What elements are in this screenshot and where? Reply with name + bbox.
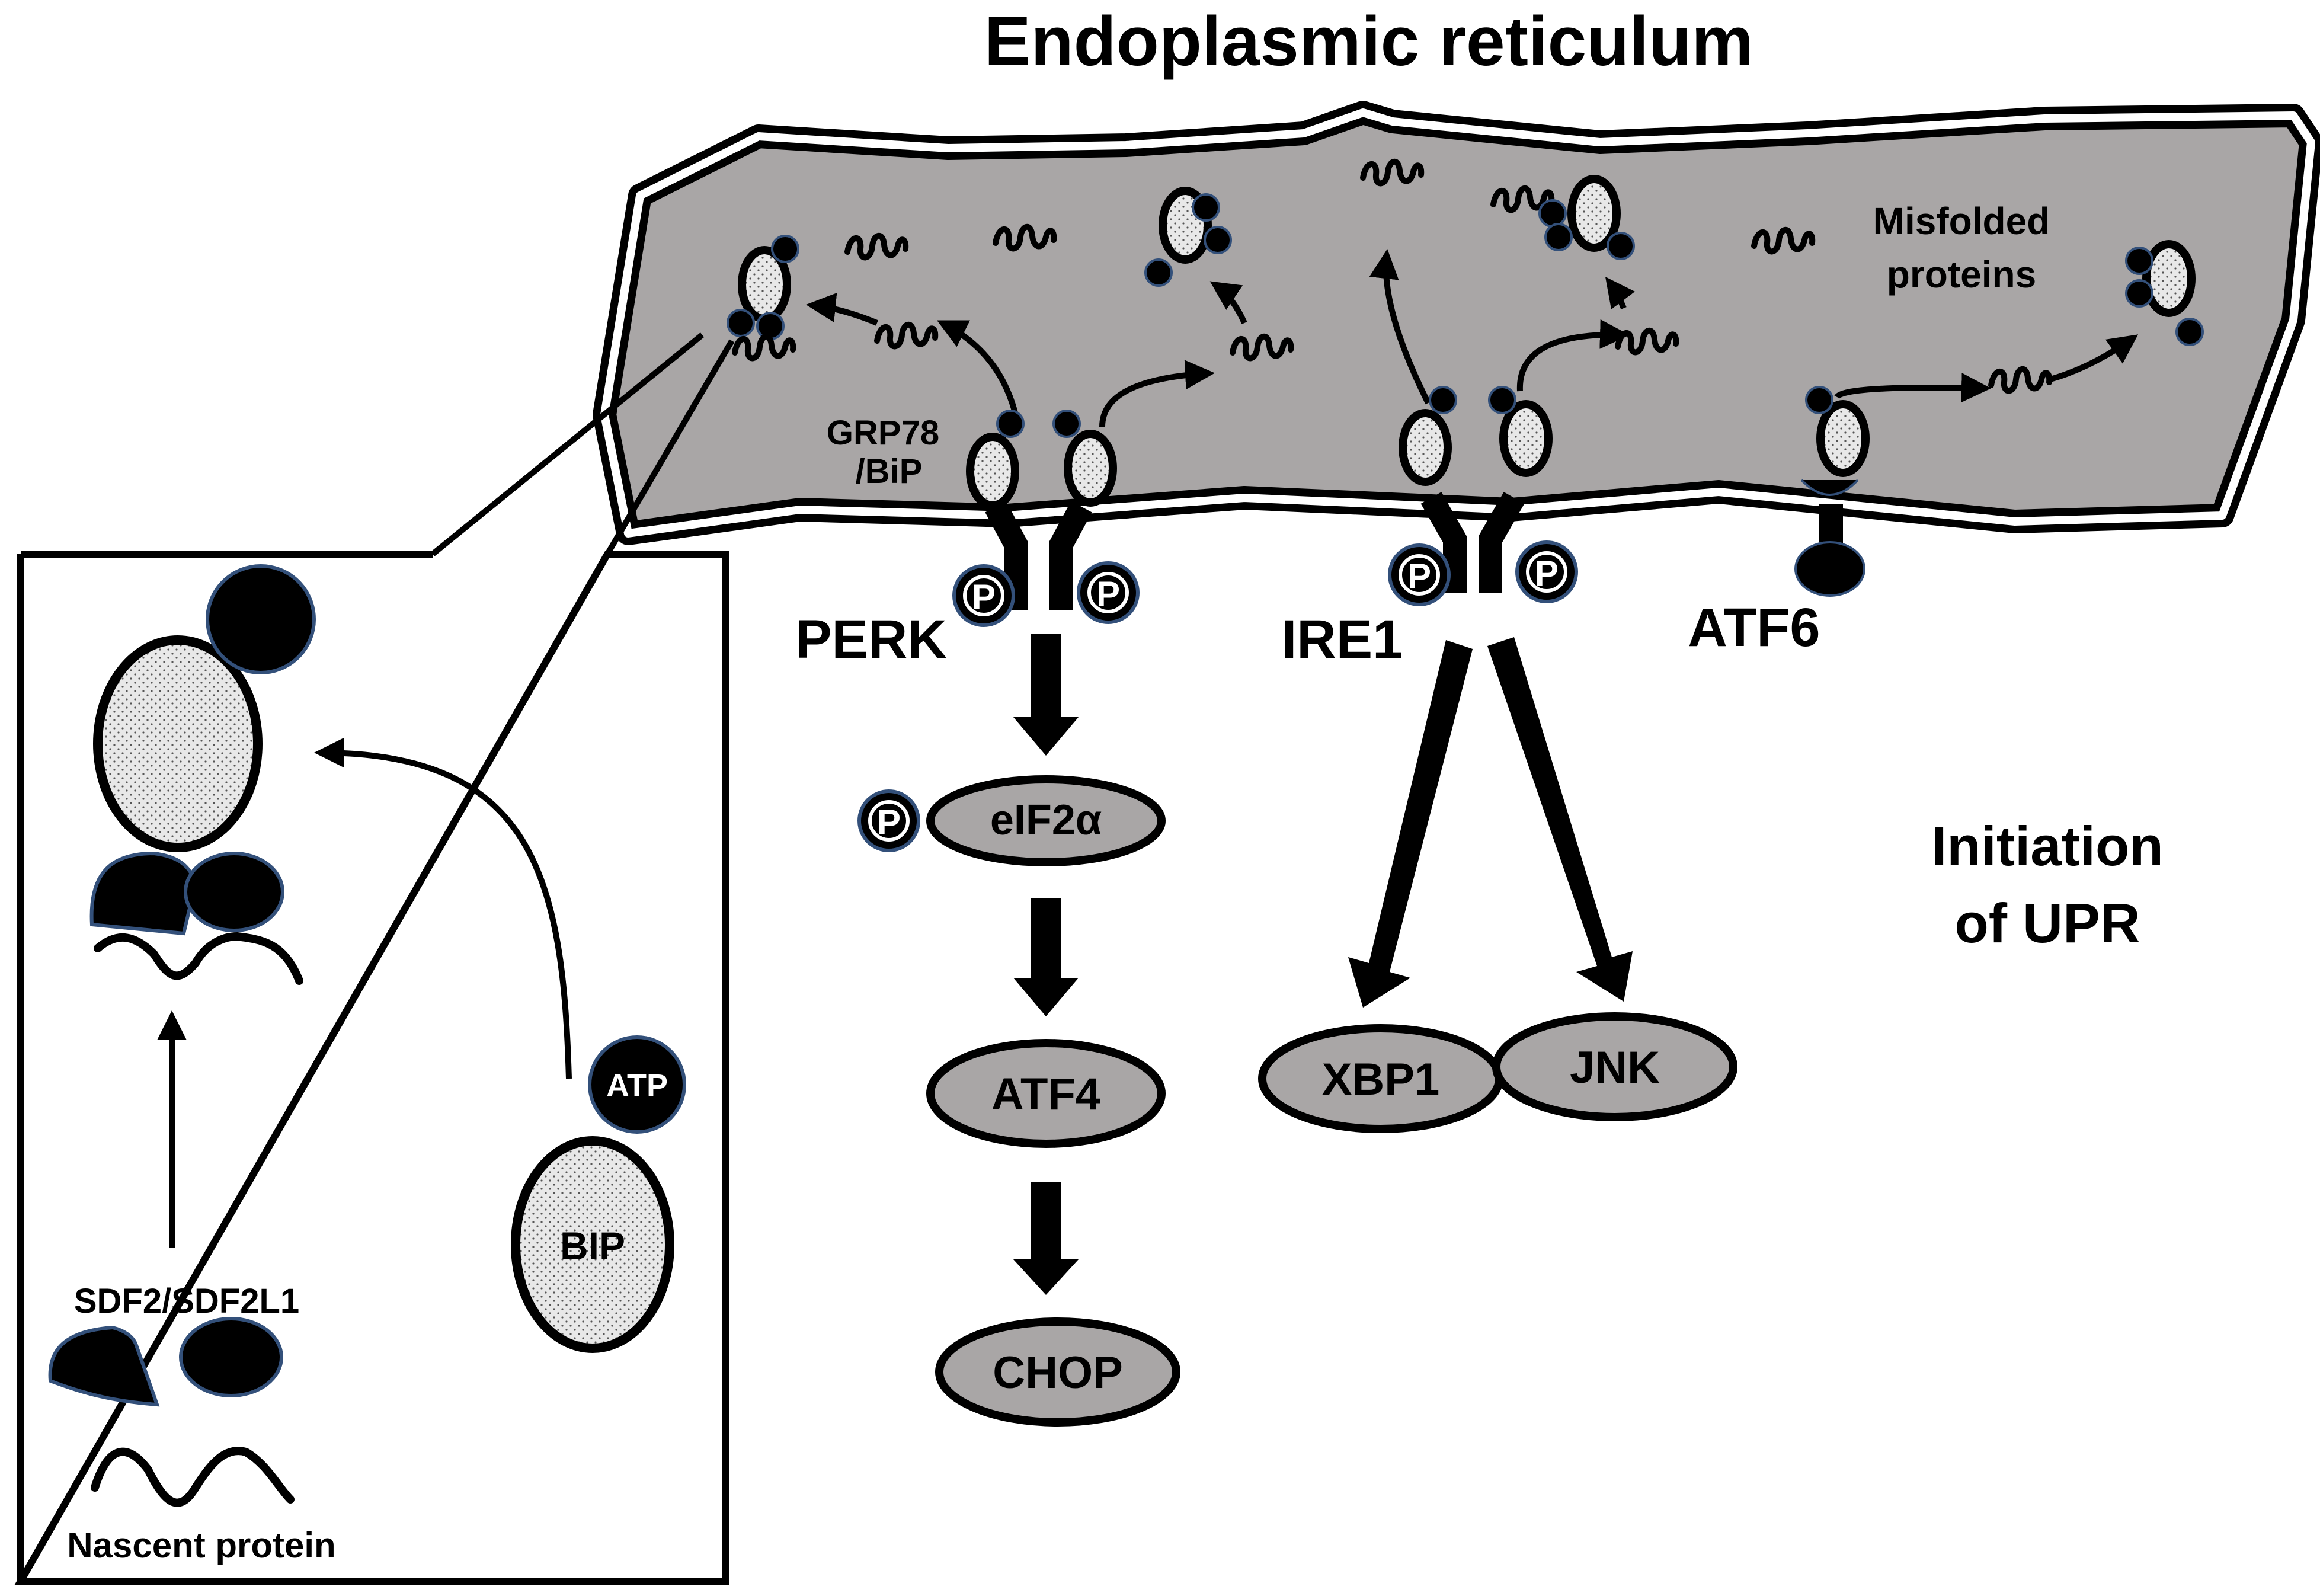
phospho-badge: P bbox=[952, 564, 1015, 627]
svg-text:ATF4: ATF4 bbox=[991, 1069, 1100, 1120]
grp78-label-line2: /BiP bbox=[856, 452, 923, 491]
initiation-label-line2: of UPR bbox=[1954, 892, 2140, 954]
sdf2-subunits bbox=[48, 1317, 283, 1407]
atf6-receptor bbox=[1794, 386, 1865, 597]
atf4-node: ATF4 bbox=[926, 1039, 1166, 1148]
atp-badge: ATP bbox=[588, 1035, 686, 1134]
atf6-label: ATF6 bbox=[1688, 597, 1820, 658]
perk-pathway-arrows bbox=[1013, 634, 1079, 1295]
svg-text:XBP1: XBP1 bbox=[1322, 1054, 1440, 1105]
inset-zoom-lines bbox=[430, 332, 735, 556]
ire1-label: IRE1 bbox=[1282, 609, 1403, 670]
folded-complex bbox=[89, 564, 316, 985]
ire1-receptor bbox=[1403, 386, 1548, 593]
svg-text:JNK: JNK bbox=[1570, 1042, 1660, 1093]
er-arrows bbox=[806, 249, 2139, 433]
svg-text:P: P bbox=[1407, 556, 1431, 596]
phospho-badge: P bbox=[1388, 543, 1451, 606]
grp78-label: GRP78 bbox=[827, 414, 939, 452]
misfolded-proteins-label-line2: proteins bbox=[1887, 253, 2036, 296]
ire1-pathway-arrows bbox=[1348, 637, 1633, 1008]
svg-text:P: P bbox=[877, 802, 901, 842]
phospho-badge: P bbox=[1077, 561, 1140, 624]
svg-text:CHOP: CHOP bbox=[993, 1348, 1123, 1398]
svg-text:eIF2α: eIF2α bbox=[990, 797, 1102, 844]
phospho-badge: P bbox=[1515, 540, 1578, 603]
misfolded-proteins-label: Misfolded bbox=[1873, 200, 2050, 242]
phospho-badge: P bbox=[857, 789, 920, 852]
xbp1-node: XBP1 bbox=[1258, 1024, 1503, 1133]
bip-chaperone: BIP bbox=[511, 1136, 674, 1353]
svg-text:ATP: ATP bbox=[606, 1068, 668, 1104]
svg-text:BIP: BIP bbox=[560, 1224, 625, 1268]
eif2a-node: eIF2α bbox=[926, 775, 1166, 866]
nascent-protein-label: Nascent protein bbox=[67, 1525, 335, 1565]
diagram-title: Endoplasmic reticulum bbox=[984, 2, 1753, 81]
jnk-node: JNK bbox=[1492, 1012, 1737, 1121]
er-membrane bbox=[593, 101, 2320, 545]
nascent-protein bbox=[91, 1447, 295, 1507]
perk-receptor bbox=[970, 410, 1113, 610]
svg-text:P: P bbox=[972, 577, 996, 617]
svg-text:P: P bbox=[1096, 574, 1120, 614]
inset-arrows bbox=[157, 738, 572, 1248]
svg-text:P: P bbox=[1535, 554, 1559, 593]
sdf2-label: SDF2/SDF2L1 bbox=[74, 1282, 299, 1320]
perk-label: PERK bbox=[795, 609, 947, 670]
chop-node: CHOP bbox=[935, 1317, 1180, 1427]
initiation-label: Initiation bbox=[1931, 815, 2164, 877]
